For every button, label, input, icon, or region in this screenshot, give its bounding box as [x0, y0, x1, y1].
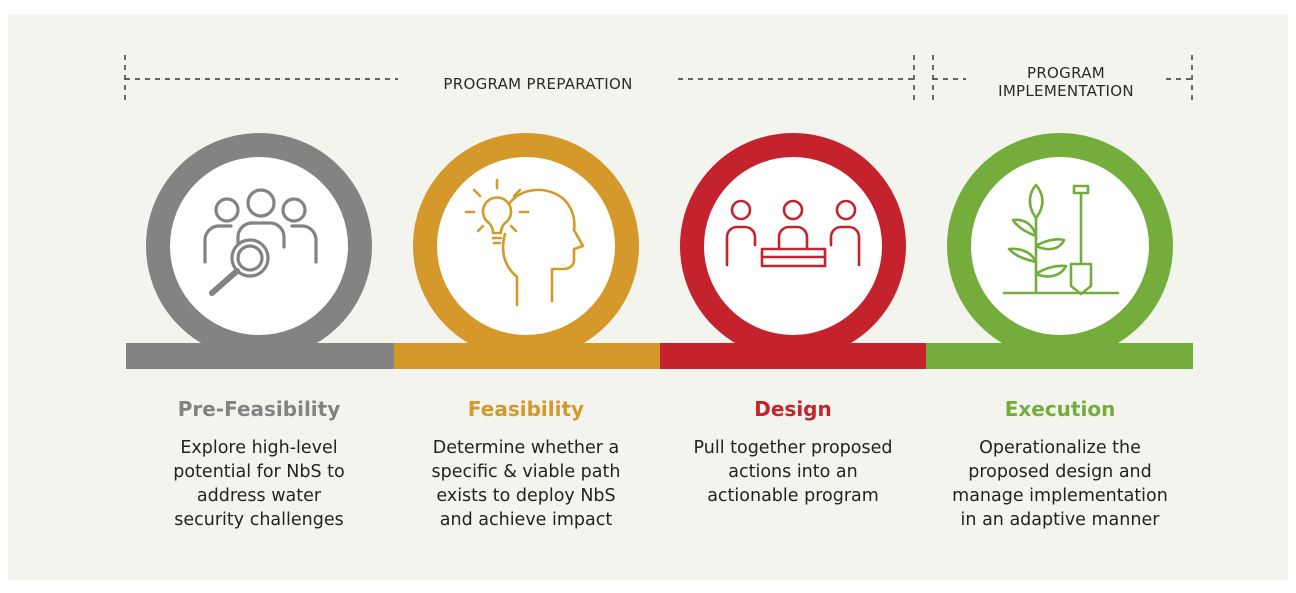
people-magnifier-icon: [203, 188, 318, 296]
description-line: specific & viable path: [431, 462, 621, 482]
description-line: exists to deploy NbS: [436, 486, 616, 506]
preparation-bracket: [124, 55, 915, 103]
description-line: Operationalize the: [979, 438, 1141, 458]
description-line: security challenges: [174, 510, 344, 530]
plant-shovel-icon: [1002, 183, 1120, 296]
description-line: actionable program: [707, 486, 879, 506]
implementation-label-line2: IMPLEMENTATION: [998, 82, 1134, 100]
stage-description: Pull together proposed actions into an a…: [663, 436, 923, 508]
stage-title: Feasibility: [467, 397, 585, 421]
description-line: Explore high-level: [180, 438, 338, 458]
design-ring: [680, 133, 906, 359]
preparation-label: PROGRAM PREPARATION: [398, 72, 678, 96]
stage-description: Explore high-level potential for NbS to …: [129, 436, 389, 532]
stage-title: Design: [754, 397, 832, 421]
description-line: Determine whether a: [432, 438, 620, 458]
stage-execution: Execution Operationalize the proposed de…: [930, 396, 1190, 532]
description-line: address water: [196, 486, 322, 506]
description-line: proposed design and: [968, 462, 1152, 482]
implementation-bracket: [932, 55, 1193, 103]
meeting-table-icon: [725, 199, 861, 268]
stage-feasibility: Feasibility Determine whether a specific…: [396, 396, 656, 532]
description-line: actions into an: [728, 462, 858, 482]
stage-design: Design Pull together proposed actions in…: [663, 396, 923, 508]
lightbulb-head-icon: [464, 178, 585, 307]
description-line: manage implementation: [952, 486, 1168, 506]
stage-description: Operationalize the proposed design and m…: [930, 436, 1190, 532]
feasibility-ring: [413, 133, 639, 359]
description-line: in an adaptive manner: [960, 510, 1160, 530]
description-line: Pull together proposed: [693, 438, 893, 458]
stage-description: Determine whether a specific & viable pa…: [396, 436, 656, 532]
stage-title: Pre-Feasibility: [177, 397, 341, 421]
stage-title: Execution: [1004, 397, 1116, 421]
description-line: and achieve impact: [439, 510, 613, 530]
stage-pre-feasibility: Pre-Feasibility Explore high-level poten…: [129, 396, 389, 532]
description-line: potential for NbS to: [173, 462, 345, 482]
preparation-label-text: PROGRAM PREPARATION: [443, 75, 633, 93]
implementation-label: PROGRAM IMPLEMENTATION: [966, 62, 1166, 102]
implementation-label-line1: PROGRAM: [1026, 64, 1105, 82]
